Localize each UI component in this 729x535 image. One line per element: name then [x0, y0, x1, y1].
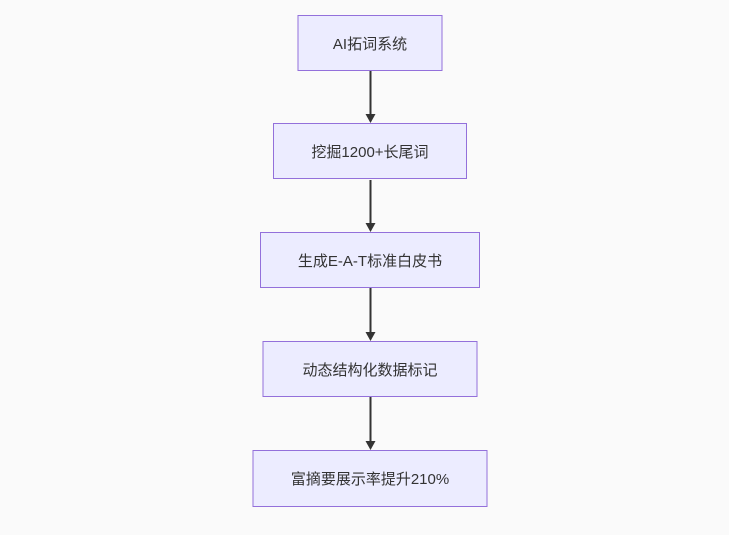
edge-line	[369, 180, 371, 223]
edge-line	[369, 288, 371, 332]
flowchart-node-3: 生成E-A-T标准白皮书	[260, 232, 480, 288]
arrowhead-down-icon	[365, 441, 375, 450]
flowchart-node-label: 动态结构化数据标记	[302, 361, 438, 379]
flow-edge-2-3	[365, 180, 376, 232]
arrowhead-down-icon	[365, 332, 375, 341]
edge-line	[369, 397, 371, 441]
flow-edge-1-2	[365, 71, 376, 123]
flowchart-node-label: 富摘要展示率提升210%	[290, 471, 450, 488]
flowchart-node-5: 富摘要展示率提升210%	[252, 450, 488, 507]
arrowhead-down-icon	[365, 223, 375, 232]
flowchart-node-1: AI拓词系统	[297, 15, 443, 71]
flowchart-node-4: 动态结构化数据标记	[262, 341, 478, 397]
arrowhead-down-icon	[365, 114, 375, 123]
flowchart-node-label: AI拓词系统	[332, 35, 408, 53]
flow-edge-4-5	[365, 397, 376, 450]
flowchart-node-label: 生成E-A-T标准白皮书	[297, 252, 443, 270]
flowchart-node-2: 挖掘1200+长尾词	[273, 123, 467, 179]
edge-line	[369, 71, 371, 114]
flow-edge-3-4	[365, 288, 376, 341]
flowchart-node-label: 挖掘1200+长尾词	[311, 143, 429, 161]
